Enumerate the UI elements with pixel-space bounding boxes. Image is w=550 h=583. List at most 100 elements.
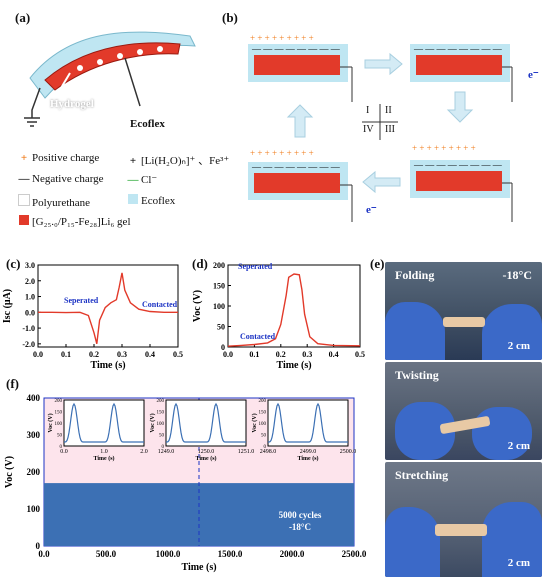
- annotation: Seperated: [238, 262, 273, 271]
- inset-y-axis-label: Voc (V): [149, 413, 156, 432]
- x-tick-label: 0.0: [223, 350, 233, 359]
- x-tick-label: 2500.0: [342, 549, 367, 559]
- inset-y-tick-label: 150: [259, 411, 267, 416]
- legend-chloride: —Cl⁻: [127, 174, 158, 186]
- y-tick-label: 300: [27, 430, 41, 440]
- annotation: Seperated: [64, 296, 99, 305]
- x-tick-label: 0.3: [302, 350, 312, 359]
- legend-positive: +Positive charge: [20, 152, 100, 164]
- photo-twisting: Twisting 2 cm: [385, 362, 542, 460]
- scale-label-2: 2 cm: [507, 440, 530, 452]
- inset-x-tick-label: 2499.0: [300, 449, 317, 455]
- x-tick-label: 1500.0: [218, 549, 243, 559]
- x-tick-label: 0.5: [355, 350, 365, 359]
- electron-label-top: e⁻: [528, 69, 539, 81]
- x-tick-label: 0.0: [33, 350, 43, 359]
- y-tick-label: 150: [213, 282, 225, 291]
- y-tick-label: 200: [213, 261, 225, 270]
- ecoflex-label: Ecoflex: [130, 118, 165, 130]
- photo-stretching: Stretching 2 cm: [385, 462, 542, 577]
- svg-text:— — — — — — — —: — — — — — — — —: [251, 162, 341, 172]
- legend-gel: [G₂₅.₀/P₁₅-Fe₂₈]Li₆ gel: [16, 215, 131, 228]
- twisting-label: Twisting: [395, 368, 439, 382]
- y-tick-label: 0: [221, 343, 225, 352]
- y-tick-label: 50: [217, 323, 225, 332]
- inset-y-tick-label: 150: [55, 411, 63, 416]
- inset-y-tick-label: 100: [157, 422, 165, 427]
- inset-y-tick-label: 50: [57, 434, 63, 439]
- svg-text:— — — — — — — —: — — — — — — — —: [251, 44, 341, 54]
- inset-y-tick-label: 200: [259, 399, 267, 404]
- inset-frame: [165, 399, 247, 447]
- inset-x-tick-label: 2500.0: [340, 449, 357, 455]
- inset-y-tick-label: 200: [157, 399, 165, 404]
- inset-x-tick-label: 2.0: [140, 449, 148, 455]
- folding-label: Folding: [395, 268, 435, 282]
- inset-frame: [267, 399, 349, 447]
- y-tick-label: 200: [27, 467, 41, 477]
- x-tick-label: 0.1: [61, 350, 71, 359]
- inset-x-tick-label: 0.0: [60, 449, 68, 455]
- y-axis-label: Voc (V): [4, 456, 15, 488]
- inset-y-tick-label: 200: [55, 399, 63, 404]
- inset-y-tick-label: 50: [159, 434, 165, 439]
- inset-x-tick-label: 2498.0: [260, 449, 277, 455]
- scale-label-1: 2 cm: [507, 340, 530, 352]
- y-tick-label: 0: [36, 541, 41, 551]
- inset-y-tick-label: 0: [60, 445, 63, 450]
- x-axis-label: Time (s): [90, 360, 125, 371]
- panel-a-illustration: [24, 31, 196, 127]
- sample-3: [435, 524, 487, 536]
- legend-negative: —Negative charge: [18, 173, 104, 185]
- inset-x-tick-label: 1251.0: [238, 449, 255, 455]
- svg-text:+ + + + + + + + +: + + + + + + + + +: [412, 143, 476, 153]
- photo-folding: Folding -18°C 2 cm: [385, 262, 542, 360]
- inset-x-tick-label: 1249.0: [158, 449, 175, 455]
- svg-text:— — — — — — — —: — — — — — — — —: [413, 44, 503, 54]
- hydrogel-label: Hydrogel: [50, 98, 94, 110]
- x-axis-label: Time (s): [181, 562, 216, 573]
- annotation: Contacted: [240, 332, 276, 341]
- svg-text:+ + + + + + + + +: + + + + + + + + +: [250, 33, 314, 43]
- y-tick-label: 100: [27, 504, 41, 514]
- cell-stage-1: + + + + + + + + + — — — — — — — —: [248, 32, 353, 102]
- inset-series-line: [268, 402, 348, 443]
- inset-y-tick-label: 50: [261, 434, 267, 439]
- inset-y-axis-label: Voc (V): [47, 413, 54, 432]
- x-axis-label: Time (s): [276, 360, 311, 371]
- inset-x-tick-label: 1.0: [100, 449, 108, 455]
- annotation-temperature: -18°C: [289, 522, 311, 532]
- x-tick-label: 0.5: [173, 350, 183, 359]
- glove-right-1: [482, 304, 542, 360]
- x-tick-label: 0.3: [117, 350, 127, 359]
- y-axis-label: Isc (μA): [2, 289, 13, 323]
- inset-y-tick-label: 100: [55, 422, 63, 427]
- glove-left-3: [385, 507, 440, 577]
- panel-label-c: (c): [6, 256, 21, 271]
- inset-x-tick-label: 1250.0: [198, 449, 215, 455]
- inset-x-axis-label: Time (s): [93, 455, 114, 462]
- y-tick-label: 400: [27, 393, 41, 403]
- y-tick-label: 0.0: [25, 308, 35, 317]
- glove-left-1: [385, 302, 445, 360]
- glove-right-3: [482, 502, 542, 577]
- quadrant-label-3: III: [385, 124, 395, 135]
- inset-y-tick-label: 0: [162, 445, 165, 450]
- sample-1: [443, 317, 485, 327]
- series-line: [38, 272, 178, 344]
- x-tick-label: 500.0: [96, 549, 117, 559]
- annotation-cycles: 5000 cycles: [279, 510, 322, 520]
- x-tick-label: 0.2: [276, 350, 286, 359]
- cell-stage-2: — — — — — — — —: [410, 27, 513, 102]
- svg-text:+ + + + + + + + +: + + + + + + + + +: [250, 148, 314, 158]
- x-tick-label: 0.0: [38, 549, 50, 559]
- quadrant-label-4: IV: [363, 124, 374, 135]
- inset-y-tick-label: 0: [264, 445, 267, 450]
- y-tick-label: 100: [213, 302, 225, 311]
- x-tick-label: 0.2: [89, 350, 99, 359]
- legend-polyurethane: Polyurethane: [16, 194, 90, 209]
- panel-label-d: (d): [192, 256, 208, 271]
- quadrant-label-1: I: [366, 105, 370, 116]
